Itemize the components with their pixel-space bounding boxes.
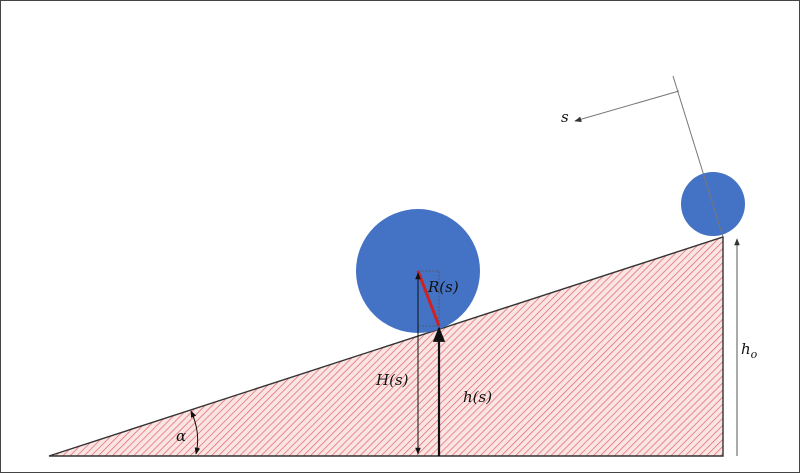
angle-arc — [190, 410, 201, 455]
arc-length-label: s — [561, 108, 569, 126]
initial-height-label: ho — [741, 340, 758, 361]
surface-height-label: h(s) — [463, 388, 492, 406]
initial-height-main: h — [741, 340, 751, 358]
radius-line — [416, 270, 441, 327]
arc-length-arrow — [574, 90, 680, 122]
angle-label: α — [176, 427, 186, 445]
radius-label: R(s) — [427, 278, 459, 296]
incline-triangle — [48, 236, 724, 457]
initial-height-subscript: o — [751, 348, 758, 361]
normal-guide-line — [672, 75, 724, 238]
center-height-label: H(s) — [375, 371, 409, 389]
